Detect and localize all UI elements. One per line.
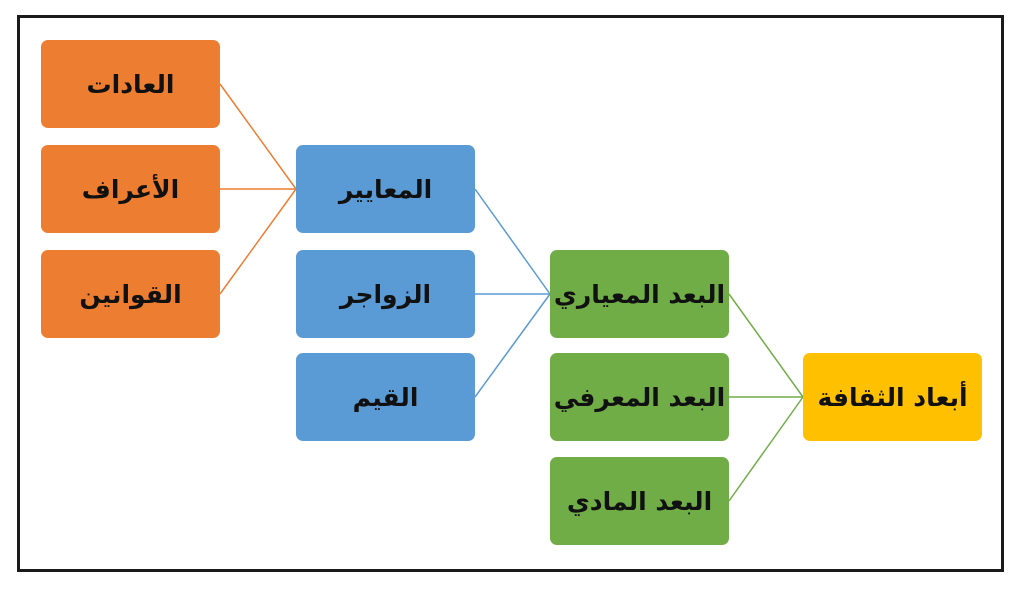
node-material-dimension-label: البعد المادي [566, 486, 713, 516]
node-deterrents: الزواجر [296, 250, 475, 338]
node-standards-label: المعايير [338, 174, 433, 204]
node-deterrents-label: الزواجر [339, 279, 432, 309]
node-normative-dimension-label: البعد المعياري [553, 279, 726, 309]
node-standards: المعايير [296, 145, 475, 233]
node-norms: الأعراف [41, 145, 220, 233]
node-normative-dimension: البعد المعياري [550, 250, 729, 338]
node-material-dimension: البعد المادي [550, 457, 729, 545]
node-culture-dimensions-root: أبعاد الثقافة [803, 353, 982, 441]
node-values: القيم [296, 353, 475, 441]
node-norms-label: الأعراف [81, 174, 180, 204]
node-root-label: أبعاد الثقافة [817, 382, 968, 412]
node-laws-label: القوانين [79, 279, 182, 309]
node-cognitive-dimension-label: البعد المعرفي [553, 382, 726, 412]
node-laws: القوانين [41, 250, 220, 338]
node-cognitive-dimension: البعد المعرفي [550, 353, 729, 441]
node-customs-label: العادات [86, 69, 175, 99]
node-values-label: القيم [352, 382, 419, 412]
node-customs: العادات [41, 40, 220, 128]
